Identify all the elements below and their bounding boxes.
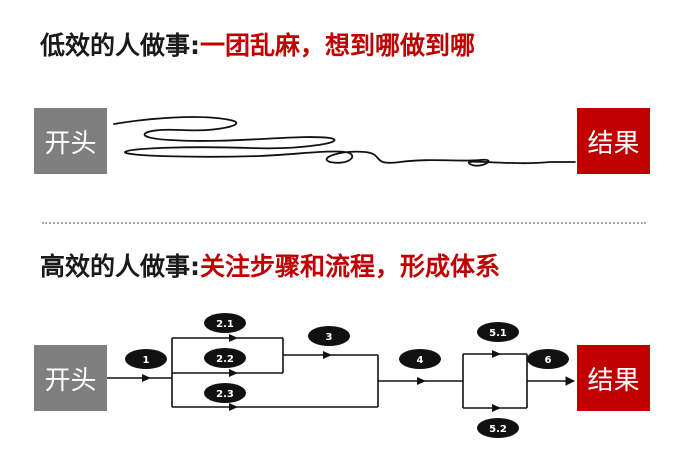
step-label-1: 1 [143, 355, 150, 366]
bottom-start-box: 开头 [34, 345, 107, 411]
top-end-label: 结果 [587, 128, 640, 159]
arrowhead-2-3 [229, 403, 238, 411]
arrowhead-4 [417, 377, 426, 385]
arrowhead-3 [323, 351, 332, 359]
step-badge-3: 3 [308, 326, 350, 346]
arrowhead-5-2 [492, 404, 501, 412]
step-badge-6: 6 [527, 349, 569, 369]
top-start-label: 开头 [44, 128, 97, 159]
efficient-heading: 高效的人做事:关注步骤和流程，形成体系 [40, 254, 500, 279]
arrowhead-2-2 [229, 369, 238, 377]
inefficient-heading-lead: 低效的人做事: [40, 31, 200, 60]
step-label-2-1: 2.1 [216, 319, 234, 330]
efficient-heading-highlight: 关注步骤和流程，形成体系 [200, 252, 501, 281]
step-label-2-2: 2.2 [216, 354, 234, 365]
step-badge-4: 4 [399, 349, 441, 369]
step-label-5-2: 5.2 [489, 424, 507, 435]
step-badge-2-1: 2.1 [204, 313, 246, 333]
bottom-start-label: 开头 [44, 365, 97, 396]
step-label-5-1: 5.1 [489, 328, 507, 339]
inefficient-heading: 低效的人做事:一团乱麻，想到哪做到哪 [40, 33, 475, 58]
section-divider [42, 222, 646, 224]
step-badge-2-2: 2.2 [204, 348, 246, 368]
step-label-6: 6 [545, 355, 552, 366]
top-end-box: 结果 [577, 108, 650, 174]
step-badge-5-1: 5.1 [477, 322, 519, 342]
step-badge-5-2: 5.2 [477, 418, 519, 438]
step-label-2-3: 2.3 [216, 389, 234, 400]
bottom-end-box: 结果 [577, 345, 650, 411]
flow-arrowheads [142, 334, 501, 412]
step-badge-2-3: 2.3 [204, 383, 246, 403]
arrowhead-1 [142, 374, 151, 382]
step-label-3: 3 [326, 332, 333, 343]
top-start-box: 开头 [34, 108, 107, 174]
step-label-4: 4 [417, 355, 424, 366]
step-badge-1: 1 [125, 349, 167, 369]
arrowhead-2-1 [229, 334, 238, 342]
arrowhead-5-1 [492, 350, 501, 358]
step-badges: 1 2.1 2.2 2.3 3 4 5.1 5.2 [125, 313, 569, 438]
bottom-end-label: 结果 [587, 365, 640, 396]
flow-lines [107, 337, 575, 409]
inefficient-heading-highlight: 一团乱麻，想到哪做到哪 [200, 31, 476, 60]
efficient-heading-lead: 高效的人做事: [40, 252, 200, 281]
tangled-scribble [113, 116, 576, 167]
